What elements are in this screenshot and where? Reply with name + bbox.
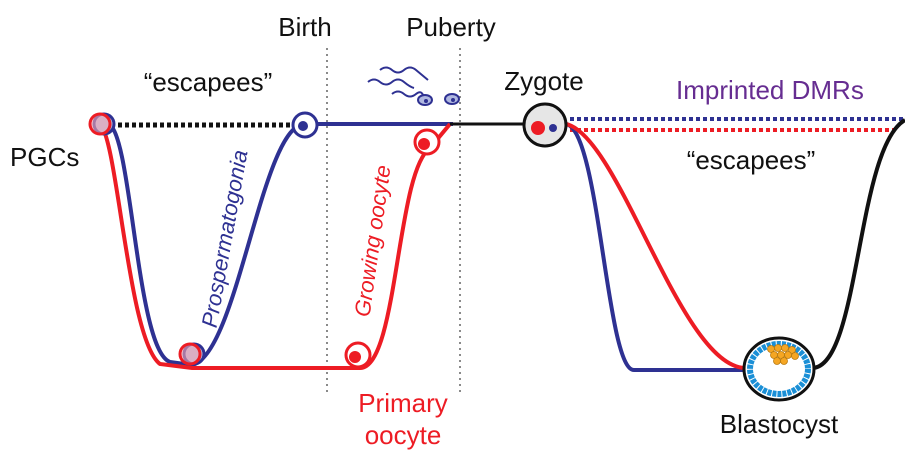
growing-oocyte-label: Growing oocyte (350, 164, 396, 319)
zygote-label: Zygote (504, 66, 584, 96)
primary-oocyte-label-line2: oocyte (365, 420, 442, 450)
primary-oocyte-label-line1: Primary (358, 388, 448, 418)
growing-oocyte-cell-icon (415, 130, 439, 154)
pgc-cell-icon (90, 114, 114, 134)
blastocyst-label: Blastocyst (720, 409, 839, 439)
zygote-cell-icon (524, 104, 566, 146)
combined-embryo-curve (812, 120, 905, 368)
pgcs-label: PGCs (10, 142, 79, 172)
prospermatogonia-label: Prospermatogonia (197, 148, 253, 329)
sperm-icon (368, 68, 459, 106)
imprinted-dmrs-label: Imprinted DMRs (676, 75, 864, 105)
blastocyst-icon (744, 338, 814, 400)
escapees-left-label: “escapees” (144, 67, 273, 97)
birth-label: Birth (278, 12, 331, 42)
prospermatogonia-cell-icon (293, 113, 317, 137)
puberty-label: Puberty (406, 12, 496, 42)
low-methylation-cell-icon (180, 344, 204, 364)
primary-oocyte-cell-icon (346, 343, 370, 367)
escapees-right-label: “escapees” (687, 145, 816, 175)
